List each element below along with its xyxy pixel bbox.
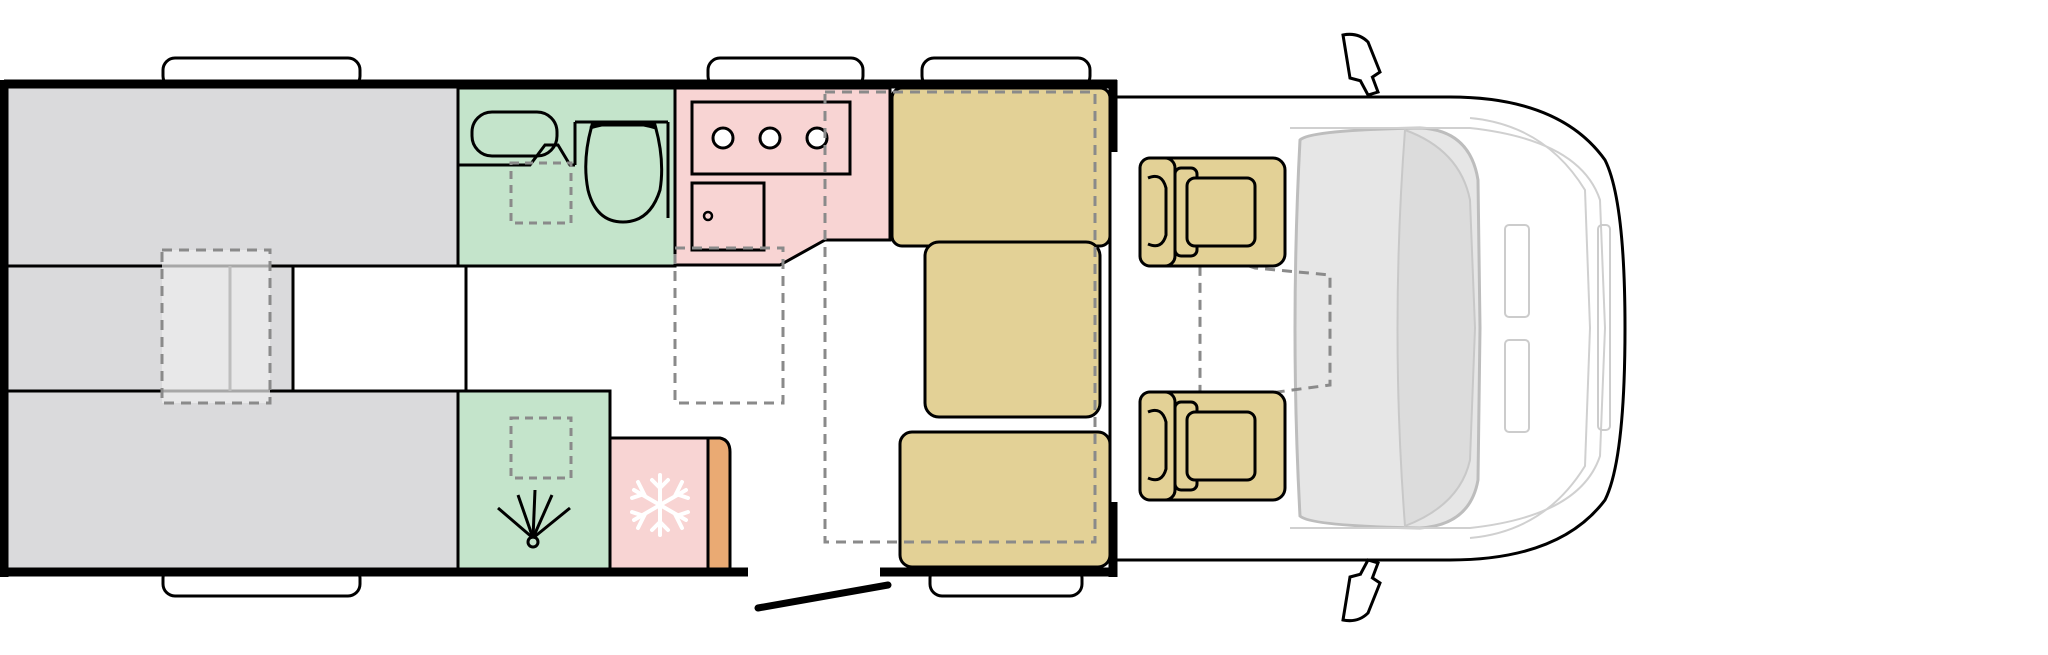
- driver-cab: [1108, 32, 1627, 623]
- bench-rear: [890, 86, 1112, 248]
- seat-icon: [1138, 390, 1287, 502]
- fridge-snowflake-icon: [630, 473, 690, 537]
- mirror-arm-bottom: [1358, 558, 1380, 580]
- rear-bed-upper: [8, 88, 458, 266]
- drop-bed-outline: [823, 90, 1097, 544]
- headlight-strip: [1597, 224, 1611, 431]
- vent-top: [1504, 224, 1530, 318]
- walls: [0, 79, 1118, 612]
- mirror-icon: [1341, 571, 1382, 623]
- table: [923, 240, 1102, 419]
- mirror-icon: [1341, 32, 1382, 84]
- washroom: [456, 86, 677, 268]
- floor-hatch: [673, 246, 785, 405]
- roof-vent: [509, 161, 573, 225]
- dinette: [823, 86, 1112, 569]
- vent-bottom: [1504, 339, 1530, 433]
- fridge: [608, 436, 732, 571]
- roof-vent: [509, 416, 573, 480]
- windshield-inner: [1396, 128, 1477, 528]
- dash-outline: [1290, 127, 1607, 529]
- mirror-arm-top: [1358, 75, 1380, 97]
- toilet-icon: [584, 123, 664, 224]
- kitchen-counter: [673, 86, 892, 405]
- seat-icon: [1138, 156, 1287, 268]
- sink-icon: [470, 110, 559, 158]
- entrance-door: [754, 581, 892, 612]
- rear-bed: [8, 88, 468, 569]
- shower: [456, 389, 612, 571]
- bonnet-line: [1469, 117, 1592, 539]
- storage-hatch: [160, 248, 272, 405]
- rear-bed-lower: [8, 391, 458, 569]
- light-icon: [497, 489, 571, 549]
- bench-front: [898, 430, 1112, 569]
